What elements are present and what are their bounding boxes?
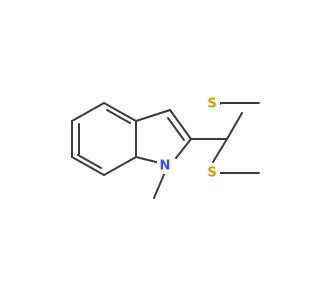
bond	[226, 112, 243, 140]
molecule-diagram: N S S	[71, 96, 260, 199]
atom-s1: S	[207, 97, 216, 112]
bond	[169, 109, 192, 140]
label-background	[204, 96, 220, 112]
atom-n1: N	[160, 159, 171, 174]
label-background	[157, 158, 173, 174]
bond-double-inner	[106, 109, 131, 124]
label-background	[204, 165, 220, 181]
bond-double-inner	[167, 117, 185, 141]
structure-canvas: N S S	[71, 96, 260, 199]
bond	[175, 138, 192, 159]
bonds	[71, 102, 260, 199]
bond	[153, 171, 166, 199]
bond	[103, 102, 137, 122]
atom-s2: S	[207, 166, 216, 181]
bond	[71, 156, 105, 176]
bond	[212, 138, 228, 163]
atom-labels: N S S	[157, 96, 220, 181]
bond	[103, 156, 137, 176]
bond-double-inner	[77, 154, 102, 169]
bond	[71, 102, 105, 122]
bond	[135, 109, 171, 122]
bond	[135, 156, 161, 164]
